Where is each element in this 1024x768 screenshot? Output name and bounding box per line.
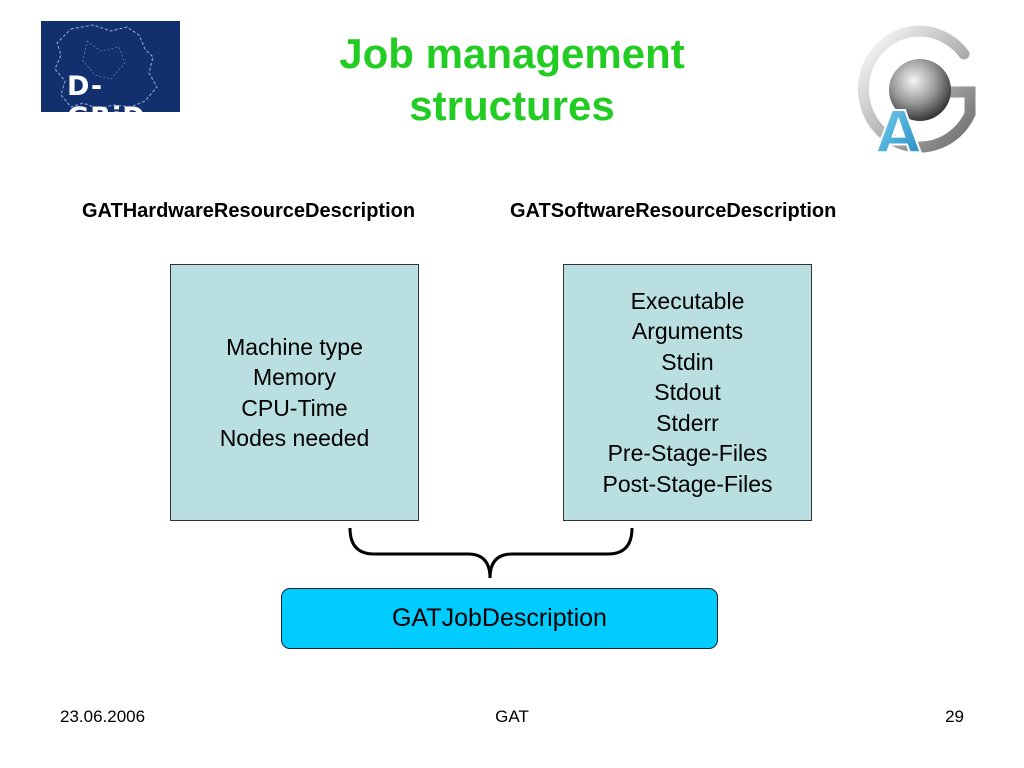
slide-title: Job management structures [262,28,762,132]
software-heading: GATSoftwareResourceDescription [510,200,837,222]
title-line-2: structures [409,82,615,129]
software-item: Executable [630,287,745,314]
germany-map-icon [54,24,158,110]
page-number: 29 [945,707,964,726]
software-item: Stdin [661,348,714,375]
dgrid-logo: D-GRiD [41,21,180,112]
software-item: Arguments [631,318,744,345]
gat-logo-letter: A [876,98,921,159]
software-item: Stderr [656,409,719,436]
software-item: Post-Stage-Files [602,470,773,497]
hardware-heading: GATHardwareResourceDescription [82,200,416,222]
gat-logo: A [846,14,986,167]
hardware-item: Machine type [226,333,363,360]
dgrid-logo-text: D-GRiD [67,71,145,112]
hardware-item: Nodes needed [219,425,370,451]
hardware-resource-box: Machine type Memory CPU-Time Nodes neede… [170,264,419,521]
software-resource-box: Executable Arguments Stdin Stdout Stderr… [563,264,812,521]
title-line-1: Job management [339,30,685,77]
hardware-item: Memory [252,364,337,390]
hardware-item: CPU-Time [241,394,348,421]
curly-brace-connector [348,527,634,579]
footer-date: 23.06.2006 [60,707,146,726]
job-description-box: GATJobDescription [281,588,718,649]
software-item: Pre-Stage-Files [607,440,768,467]
footer-center-label: GAT [495,707,529,726]
software-item: Stdout [654,379,721,406]
